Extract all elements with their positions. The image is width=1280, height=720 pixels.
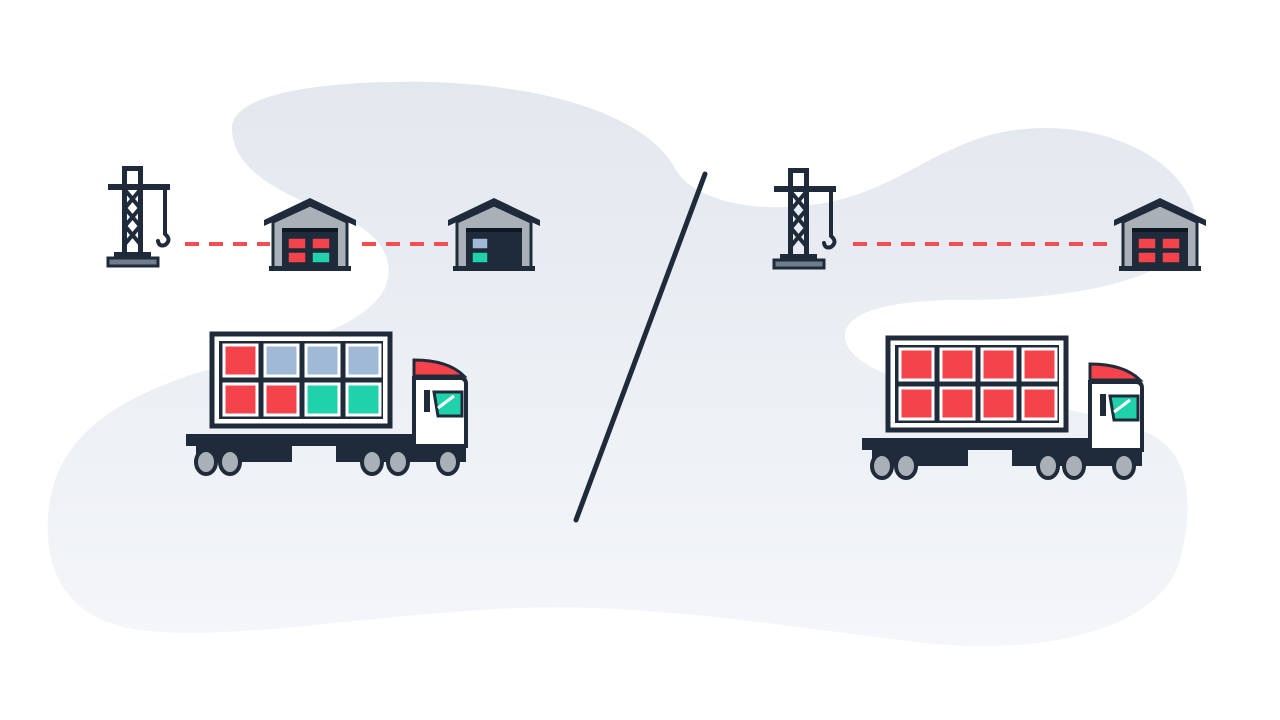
truck-spoiler bbox=[412, 358, 468, 378]
crane-hook bbox=[822, 234, 837, 250]
cargo-box bbox=[263, 382, 300, 417]
divider-slash bbox=[573, 171, 708, 523]
windshield-glare bbox=[437, 394, 455, 410]
truck-windshield bbox=[432, 390, 464, 418]
cargo-box bbox=[263, 343, 300, 378]
warehouse-door-top bbox=[1132, 228, 1188, 232]
truck-wheel bbox=[218, 448, 242, 476]
crane-base bbox=[106, 256, 160, 268]
truck-wheel bbox=[1062, 452, 1086, 480]
truck-windshield bbox=[1108, 394, 1140, 422]
crane-icon bbox=[772, 168, 837, 270]
crane-hook bbox=[156, 232, 171, 248]
warehouse-box bbox=[1137, 251, 1157, 264]
truck-chassis bbox=[186, 434, 468, 446]
truck-wheel bbox=[894, 452, 918, 480]
truck-wheel bbox=[870, 452, 894, 480]
warehouse-floor bbox=[453, 266, 535, 271]
crane-base bbox=[772, 258, 826, 270]
crane-lattice bbox=[122, 188, 143, 246]
truck-wheel bbox=[1036, 452, 1060, 480]
cargo-box bbox=[980, 347, 1017, 382]
cargo-box bbox=[939, 347, 976, 382]
crane-lattice bbox=[788, 190, 809, 248]
truck-spoiler bbox=[1088, 362, 1144, 382]
crane-icon bbox=[106, 166, 171, 268]
cargo-box bbox=[304, 343, 341, 378]
warehouse-floor bbox=[1119, 266, 1201, 271]
truck-wheel bbox=[194, 448, 218, 476]
cargo-box bbox=[898, 386, 935, 421]
crane-top bbox=[788, 168, 809, 173]
warehouse-box bbox=[287, 237, 307, 250]
cargo-box bbox=[222, 382, 259, 417]
warehouse-door-top bbox=[282, 228, 338, 232]
warehouse-box bbox=[1137, 237, 1157, 250]
warehouse-door-top bbox=[466, 228, 522, 232]
crane-cable bbox=[829, 192, 833, 236]
warehouse-box bbox=[1161, 237, 1181, 250]
warehouse-icon bbox=[1114, 198, 1206, 271]
windshield-glare bbox=[1113, 398, 1131, 414]
warehouse-box bbox=[471, 237, 489, 250]
truck-mirror bbox=[424, 390, 430, 412]
crane-cable bbox=[163, 190, 167, 234]
crane-top bbox=[122, 166, 143, 171]
warehouse-box bbox=[471, 251, 489, 264]
crane-base-top bbox=[780, 254, 817, 261]
warehouse-box bbox=[311, 237, 331, 250]
warehouse-icon bbox=[448, 198, 540, 271]
truck-chassis bbox=[862, 438, 1144, 450]
truck-wheel bbox=[1112, 452, 1136, 480]
cargo-box bbox=[939, 386, 976, 421]
cargo-box bbox=[304, 382, 341, 417]
cargo-box bbox=[1021, 386, 1058, 421]
warehouse-box bbox=[287, 251, 307, 264]
truck-icon bbox=[186, 331, 468, 476]
warehouse-box bbox=[1161, 251, 1181, 264]
truck-wheel bbox=[386, 448, 410, 476]
truck-wheel bbox=[360, 448, 384, 476]
warehouse-icon bbox=[264, 198, 356, 271]
cargo-box bbox=[222, 343, 259, 378]
cargo-box bbox=[345, 343, 382, 378]
truck-mirror bbox=[1100, 394, 1106, 416]
background-blob bbox=[47, 81, 1196, 647]
cargo-box bbox=[1021, 347, 1058, 382]
warehouse-box bbox=[311, 251, 331, 264]
cargo-box bbox=[980, 386, 1017, 421]
crane-base-top bbox=[114, 252, 151, 259]
cargo-box bbox=[345, 382, 382, 417]
truck-icon bbox=[862, 335, 1144, 480]
truck-wheel bbox=[436, 448, 460, 476]
warehouse-floor bbox=[269, 266, 351, 271]
cargo-box bbox=[898, 347, 935, 382]
